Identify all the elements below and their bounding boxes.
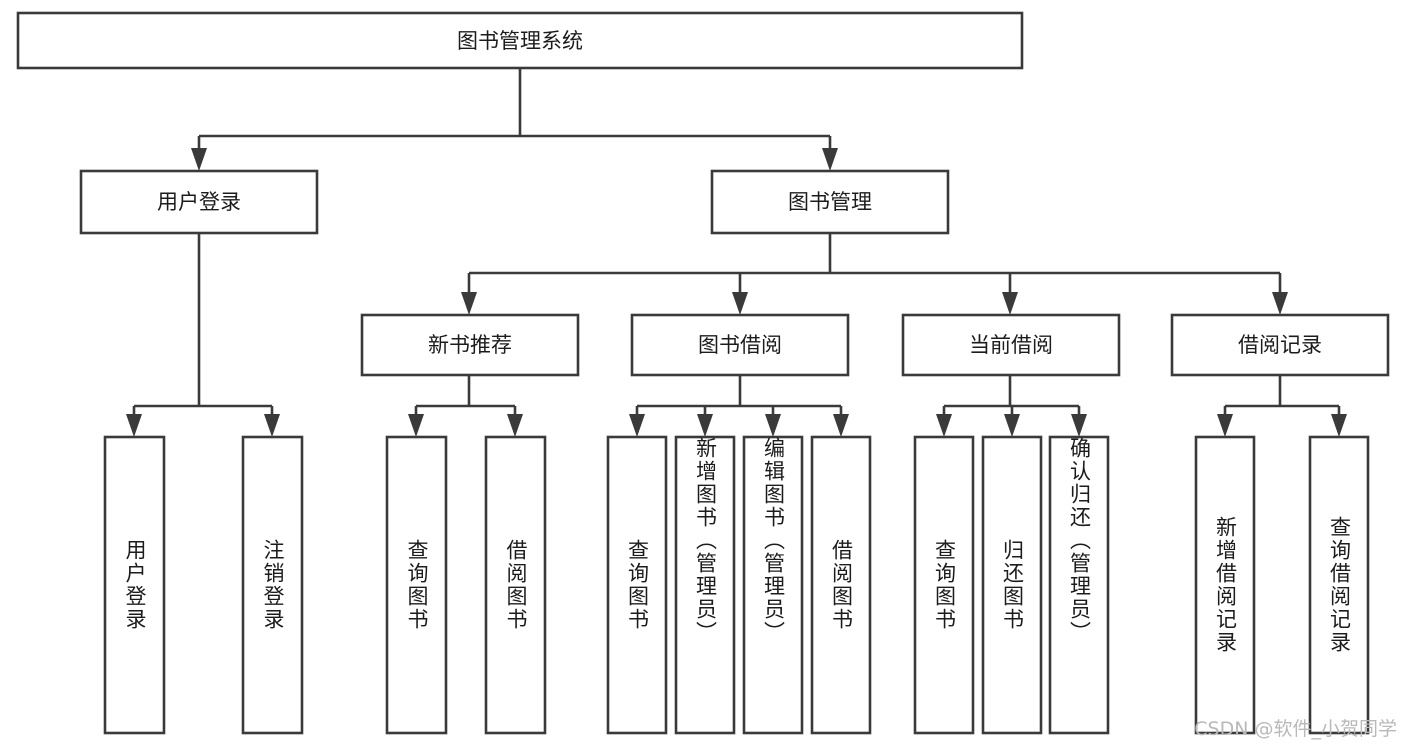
node-label-user-login: 用户登录: [157, 190, 241, 214]
node-new-book-recommend-box[interactable]: [360, 313, 580, 377]
arrowhead-leaf-add-book: [697, 414, 713, 437]
node-label-book-management: 图书管理: [788, 190, 872, 214]
leaf-box-logout[interactable]: [241, 435, 304, 735]
leaf-box-borrow-book-1[interactable]: [484, 435, 547, 735]
arrowhead-leaf-query-book-2: [629, 414, 645, 437]
leaf-box-query-book-3[interactable]: [913, 435, 975, 735]
node-book-borrow-box[interactable]: [630, 313, 850, 377]
leaf-box-borrow-book-2[interactable]: [810, 435, 872, 735]
node-label-current-borrow: 当前借阅: [969, 333, 1053, 357]
leaf-box-confirm-return[interactable]: [1048, 435, 1110, 735]
edges-bookmgmt-to-level3: [461, 233, 1288, 315]
leaf-box-edit-book[interactable]: [742, 435, 804, 735]
leaf-box-return-book[interactable]: [981, 435, 1043, 735]
edges-userlogin-to-leaves: [126, 233, 280, 437]
edges-newbook-to-leaves: [408, 375, 523, 437]
node-label-root: 图书管理系统: [457, 29, 583, 53]
node-label-borrow-record: 借阅记录: [1238, 333, 1322, 357]
leaf-box-query-book-2[interactable]: [606, 435, 668, 735]
arrowhead-leaf-add-record: [1217, 414, 1233, 437]
arrowhead-current-borrow: [1002, 292, 1018, 315]
node-label-new-book-recommend: 新书推荐: [428, 333, 512, 357]
node-user-login-box[interactable]: [79, 169, 319, 235]
arrowhead-leaf-user-login: [126, 414, 142, 437]
edges-bookborrow-to-leaves: [629, 375, 849, 437]
edges-borrowrecord-to-leaves: [1217, 375, 1347, 437]
leaf-box-query-record[interactable]: [1308, 435, 1370, 735]
arrowhead-user-login: [191, 148, 207, 171]
edges-root-to-level2: [191, 68, 838, 171]
arrowhead-leaf-query-book-1: [408, 414, 424, 437]
csdn-watermark: CSDN @软件_小贺同学: [1194, 718, 1397, 740]
edges-currentborrow-to-leaves: [936, 375, 1087, 437]
arrowhead-leaf-borrow-book-2: [833, 414, 849, 437]
arrowhead-leaf-query-book-3: [936, 414, 952, 437]
leaf-box-add-book[interactable]: [674, 435, 736, 735]
node-book-management-box[interactable]: [710, 169, 950, 235]
node-borrow-record-box[interactable]: [1170, 313, 1390, 377]
arrowhead-new-book-rec: [461, 292, 477, 315]
leaf-box-user-login[interactable]: [103, 435, 166, 735]
leaf-box-query-book-1[interactable]: [385, 435, 448, 735]
arrowhead-leaf-query-record: [1331, 414, 1347, 437]
arrowhead-leaf-logout: [264, 414, 280, 437]
node-root-box[interactable]: [16, 11, 1024, 70]
arrowhead-leaf-edit-book: [765, 414, 781, 437]
leaf-box-add-record[interactable]: [1194, 435, 1256, 735]
node-current-borrow-box[interactable]: [901, 313, 1121, 377]
node-label-book-borrow: 图书借阅: [698, 333, 782, 357]
arrowhead-book-borrow: [732, 292, 748, 315]
arrowhead-leaf-confirm-return: [1071, 414, 1087, 437]
arrowhead-book-mgmt: [822, 148, 838, 171]
arrowhead-leaf-borrow-book-1: [507, 414, 523, 437]
arrowhead-borrow-record: [1272, 292, 1288, 315]
arrowhead-leaf-return-book: [1004, 414, 1020, 437]
